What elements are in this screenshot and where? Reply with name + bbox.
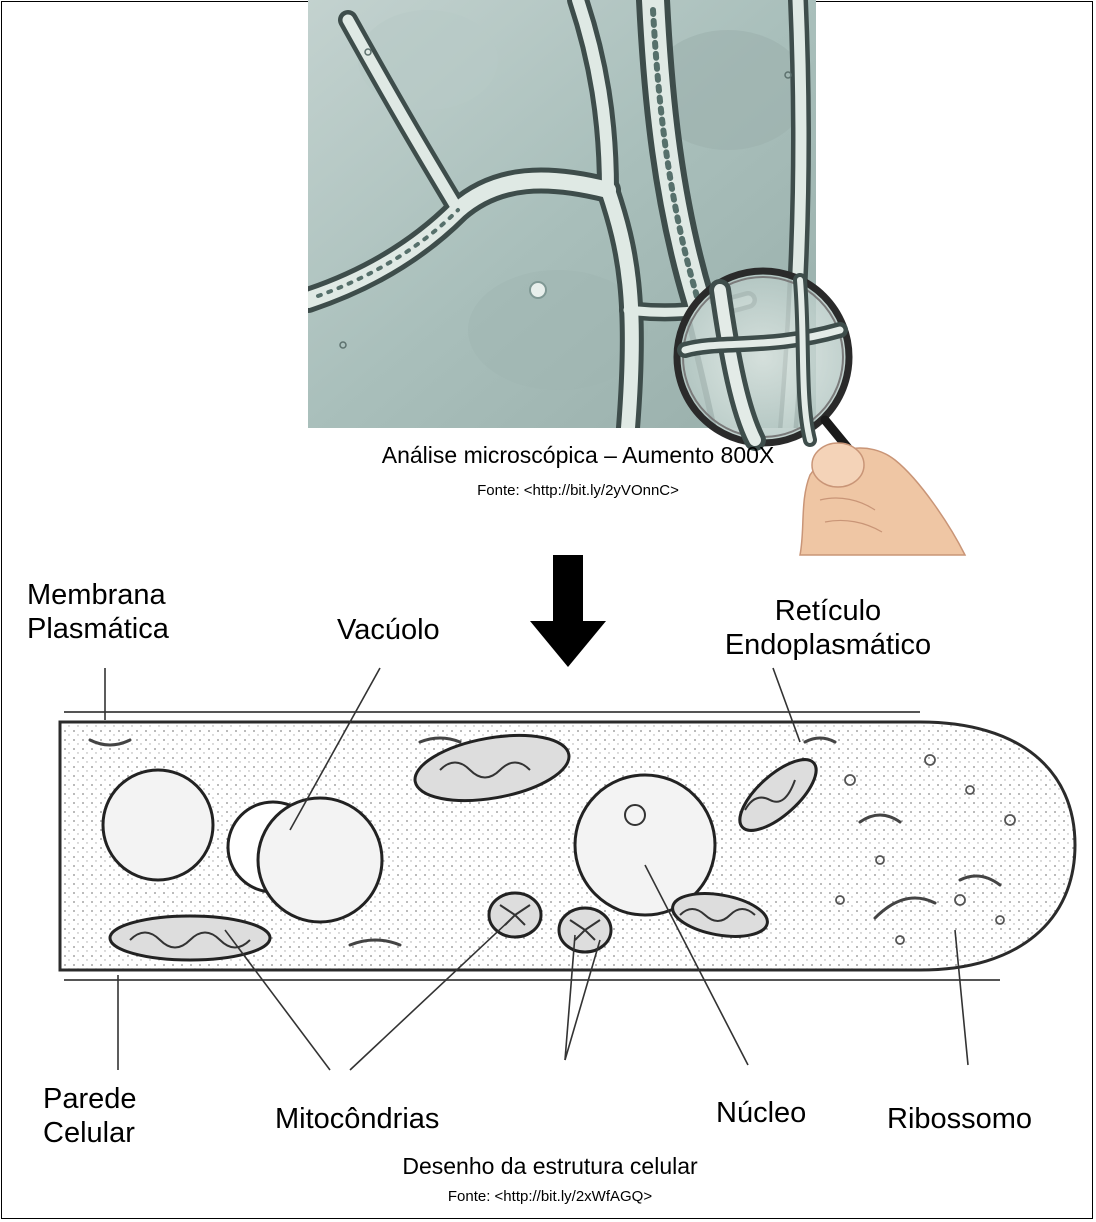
label-ribossomo: Ribossomo <box>887 1102 1032 1136</box>
drawing-source: Fonte: <http://bit.ly/2xWfAGQ> <box>250 1188 850 1205</box>
label-vacuolo: Vacúolo <box>337 613 440 647</box>
label-membrana-plasmatica: Membrana Plasmática <box>27 578 169 646</box>
label-reticulo-endoplasmatico: Retículo Endoplasmático <box>708 594 948 662</box>
label-nucleo: Núcleo <box>716 1096 806 1130</box>
drawing-caption: Desenho da estrutura celular <box>250 1153 850 1180</box>
label-mitocondrias: Mitocôndrias <box>275 1102 439 1136</box>
label-parede-celular: Parede Celular <box>43 1082 137 1150</box>
